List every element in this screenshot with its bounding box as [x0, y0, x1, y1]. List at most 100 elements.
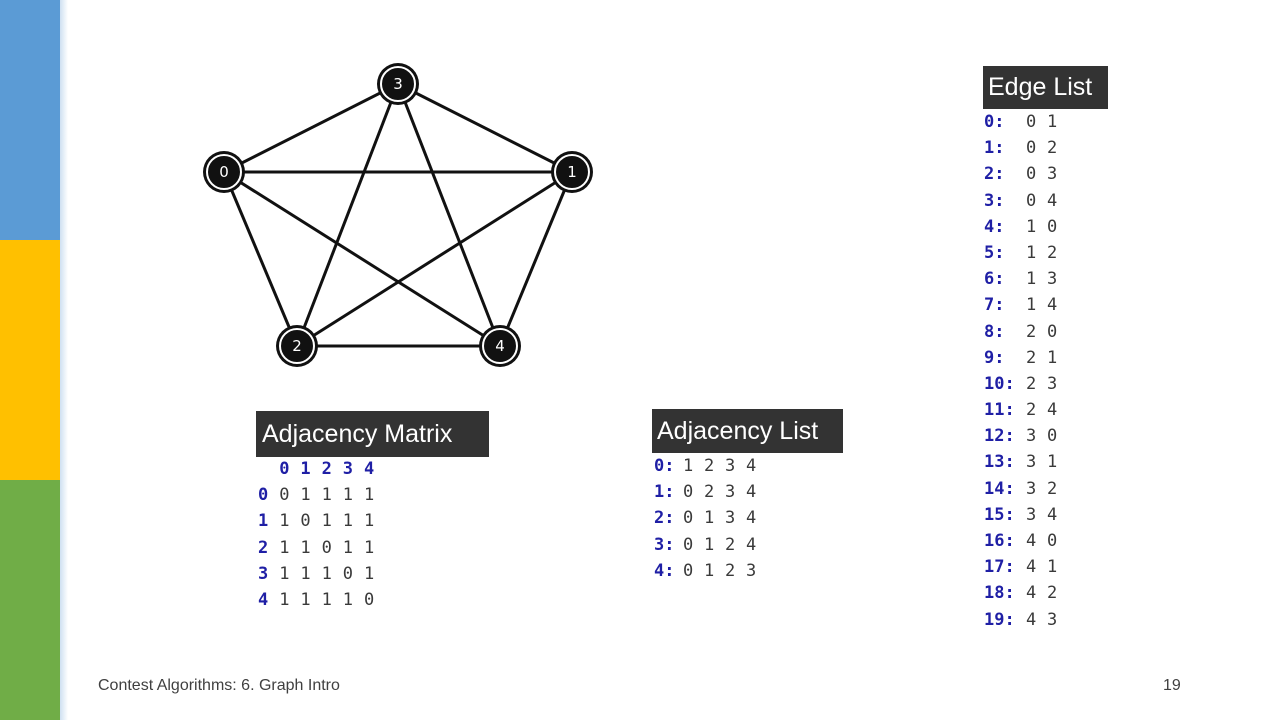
- edge-list-value: 1: [1026, 242, 1037, 263]
- matrix-cell: 1: [321, 511, 332, 532]
- matrix-cell: 1: [300, 485, 311, 506]
- adjacency-list-value: 3: [725, 482, 736, 503]
- edge-list-key: 1:: [984, 138, 1005, 159]
- adjacency-list-value: 1: [704, 534, 715, 555]
- matrix-cell: 0: [342, 563, 353, 584]
- edge-list-key: 12:: [984, 426, 1015, 447]
- edge-list-value: 1: [1047, 452, 1058, 473]
- matrix-cell: 1: [342, 589, 353, 610]
- edge-list-value: 1: [1047, 112, 1058, 132]
- graph-edge-1-3: [397, 82, 573, 174]
- edge-list-value: 2: [1047, 478, 1058, 499]
- matrix-cell: 1: [300, 537, 311, 558]
- matrix-cell: 1: [363, 511, 375, 532]
- adjacency-list-key: 4:: [654, 560, 675, 581]
- edge-list-value: 0: [1026, 164, 1037, 185]
- matrix-cell: 1: [321, 485, 332, 506]
- adjacency-list-value: 1: [704, 560, 715, 581]
- graph-node-4: 4: [479, 325, 521, 367]
- edge-list-value: 2: [1047, 138, 1058, 159]
- graph-node-label: 4: [495, 337, 505, 355]
- edge-list-value: 4: [1026, 609, 1037, 630]
- edge-list-value: 3: [1026, 478, 1037, 499]
- graph-node-label: 3: [393, 75, 403, 93]
- accent-bar-green: [0, 480, 60, 720]
- edge-list-value: 3: [1047, 373, 1058, 394]
- adjacency-list-value: 3: [725, 456, 736, 476]
- edge-list-key: 5:: [984, 242, 1005, 263]
- adjacency-list-key: 0:: [654, 456, 675, 476]
- matrix-cell: 1: [279, 563, 290, 584]
- matrix-cell: 0: [321, 537, 332, 558]
- edge-list-value: 2: [1026, 347, 1037, 368]
- edge-list-value: 0: [1047, 321, 1058, 342]
- matrix-cell: 1: [342, 511, 353, 532]
- edge-list-value: 4: [1047, 504, 1058, 525]
- edge-list-value: 4: [1047, 400, 1058, 421]
- edge-list-key: 8:: [984, 321, 1005, 342]
- edge-list-value: 0: [1047, 426, 1058, 447]
- footer-text: Contest Algorithms: 6. Graph Intro: [98, 677, 340, 694]
- matrix-cell: 1: [279, 537, 290, 558]
- accent-bar-blue: [0, 0, 60, 240]
- edge-list-value: 4: [1026, 531, 1037, 551]
- adjacency-list-value: 2: [725, 534, 736, 555]
- adjacency-list-value: 0: [683, 508, 694, 529]
- edge-list-title: Edge List: [983, 66, 1108, 109]
- adjacency-list-key: 1:: [654, 482, 675, 503]
- adjacency-list-value: 4: [746, 534, 757, 555]
- edge-list-key: 16:: [984, 531, 1015, 551]
- adjacency-list-value: 0: [683, 560, 694, 581]
- edge-list-value: 4: [1026, 557, 1037, 578]
- matrix-cell: 1: [300, 563, 311, 584]
- edge-list-value: 2: [1047, 583, 1058, 604]
- graph-edge-2-3: [295, 83, 400, 347]
- edge-list-key: 6:: [984, 269, 1005, 290]
- adjacency-list-value: 3: [725, 508, 736, 529]
- graph-node-label: 0: [219, 163, 229, 181]
- edge-list-key: 0:: [984, 112, 1005, 132]
- edge-list-value: 0: [1047, 531, 1058, 551]
- adjacency-list-value: 4: [746, 508, 757, 529]
- graph-node-3: 3: [377, 63, 419, 105]
- adjacency-list-key: 2:: [654, 508, 675, 529]
- matrix-column-header: 4: [363, 459, 375, 479]
- edge-list-value: 3: [1026, 452, 1037, 473]
- graph-node-2: 2: [276, 325, 318, 367]
- edge-list-key: 3:: [984, 190, 1005, 211]
- matrix-column-header: 3: [342, 459, 353, 479]
- adjacency-matrix-title: Adjacency Matrix: [256, 411, 489, 457]
- matrix-cell: 1: [342, 485, 353, 506]
- edge-list-value: 4: [1047, 190, 1058, 211]
- graph-edge-1-4: [498, 171, 574, 347]
- adjacency-list-value: 1: [683, 456, 694, 476]
- edge-list-key: 11:: [984, 400, 1015, 421]
- page-number: 19: [1163, 677, 1181, 694]
- matrix-cell: 1: [279, 589, 290, 610]
- edge-list-value: 2: [1026, 321, 1037, 342]
- matrix-cell: 1: [342, 537, 353, 558]
- edge-list-key: 18:: [984, 583, 1015, 604]
- adjacency-list-value: 2: [704, 482, 715, 503]
- edge-list-value: 1: [1047, 557, 1058, 578]
- matrix-cell: 0: [279, 485, 290, 506]
- edge-list-value: 0: [1047, 216, 1058, 237]
